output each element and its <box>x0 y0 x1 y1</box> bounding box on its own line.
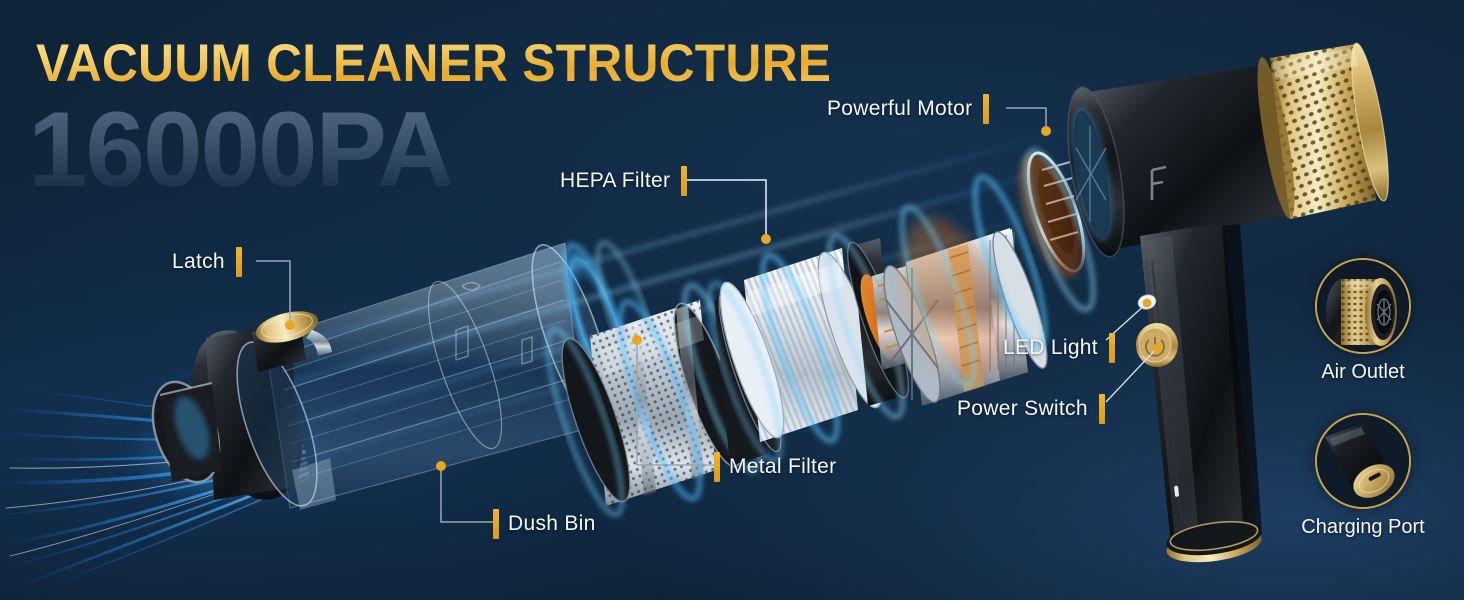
callout-label-led-light: LED Light <box>1003 336 1098 359</box>
metal-filter-part <box>561 300 743 506</box>
callout-marker-bar <box>983 94 990 124</box>
callout-label-metal-filter: Metal Filter <box>729 455 837 478</box>
callout-marker-bar <box>1098 394 1105 424</box>
callout-powerful-motor: Powerful Motor <box>827 94 990 124</box>
callout-hepa-filter: HEPA Filter <box>560 166 688 196</box>
page-title: VACUUM CLEANER STRUCTURE <box>36 34 832 93</box>
air-outlet-icon <box>1317 260 1409 352</box>
callout-label-latch: Latch <box>172 250 225 273</box>
callout-led-light: LED Light <box>1003 333 1115 363</box>
inset-air-outlet: Air Outlet <box>1315 258 1448 384</box>
charging-port-icon <box>1317 415 1409 507</box>
callout-marker-bar <box>1108 333 1115 363</box>
air-outlet-photo <box>1315 258 1411 354</box>
callout-label-hepa-filter: HEPA Filter <box>560 169 671 192</box>
callout-marker-bar <box>681 166 688 196</box>
callout-label-dush-bin: Dush Bin <box>508 512 596 535</box>
inset-label-air-outlet: Air Outlet <box>1321 361 1405 383</box>
callout-marker-bar <box>235 247 242 277</box>
inset-charging-port: Charging Port <box>1301 413 1448 539</box>
callout-power-switch: Power Switch <box>957 394 1105 424</box>
inset-label-charging-port: Charging Port <box>1301 516 1425 538</box>
airflow-rings-2 <box>546 283 761 517</box>
charging-port-photo <box>1315 413 1411 509</box>
callout-metal-filter: Metal Filter <box>714 452 836 482</box>
pressure-watermark: 16000PA <box>28 89 454 209</box>
callout-label-powerful-motor: Powerful Motor <box>827 97 973 120</box>
callout-connectors <box>256 107 1162 523</box>
airflow-rings-4 <box>900 148 1096 387</box>
callout-dush-bin: Dush Bin <box>493 509 596 539</box>
callout-latch: Latch <box>172 247 242 277</box>
callout-label-power-switch: Power Switch <box>957 397 1088 420</box>
callout-marker-bar <box>493 509 499 539</box>
callout-marker-bar <box>714 452 720 482</box>
